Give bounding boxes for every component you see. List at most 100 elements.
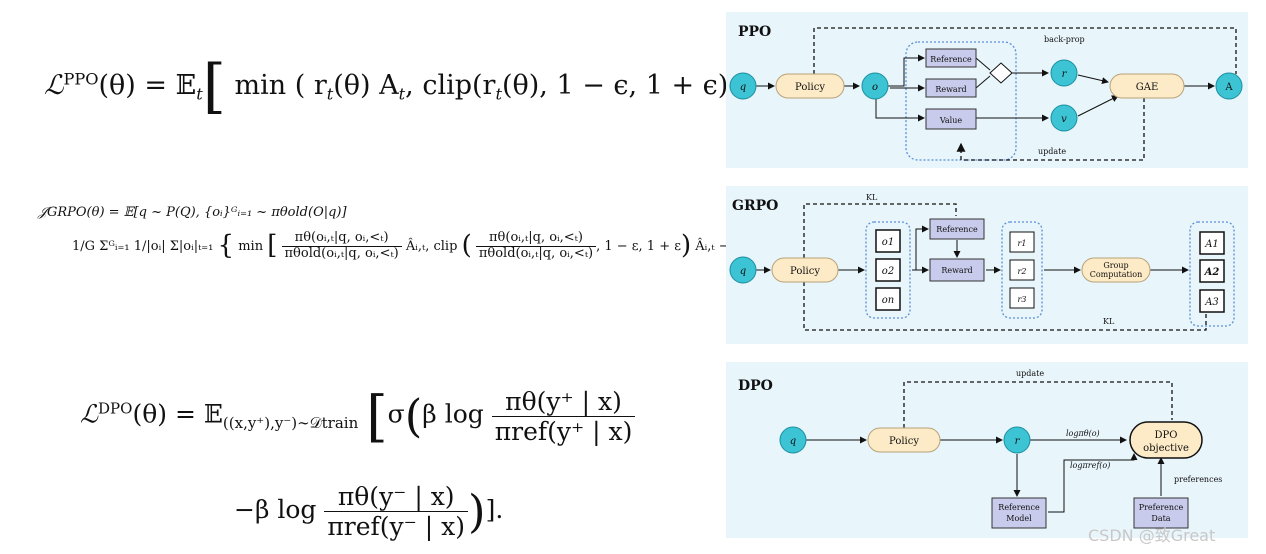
ppo-node-o-label: o [872, 82, 878, 93]
grpo-eq-ratio2: πθ(oᵢ,ₜ|q, oᵢ,<ₜ)πθold(oᵢ,ₜ|q, oᵢ,<ₜ) [475, 230, 597, 262]
grpo-output-1-label: o1 [882, 237, 894, 248]
grpo-output-1 [875, 229, 901, 253]
grpo-diagram: GRPO KL KL q Policy o1 o2 on Reference R… [729, 193, 1235, 331]
ppo-kl-diamond-icon [989, 62, 1013, 84]
dpo-node-objective [1129, 421, 1203, 459]
ppo-node-reference [925, 48, 977, 68]
dpo-node-r-label: r [1015, 436, 1021, 447]
dpo-eq-num2: πθ(y⁻ | x) [324, 482, 469, 512]
grpo-eq-mid: Âᵢ,ₜ, clip [405, 238, 458, 254]
ppo-node-value [925, 108, 977, 130]
ppo-node-policy-label: Policy [795, 82, 825, 93]
grpo-eq-bracket: [ [267, 230, 278, 261]
dpo-objective-label-2: objective [1143, 443, 1189, 454]
grpo-group-label-1: Group [1103, 261, 1128, 270]
ppo-node-reference-label: Reference [930, 55, 972, 64]
dpo-logpi-ref-label: logπref(o) [1070, 461, 1110, 470]
ppo-node-o [861, 72, 889, 100]
ppo-eq-clip-args: (θ), 1 − ϵ, 1 + ϵ) A [501, 70, 757, 101]
dpo-eq-sigma: σ [387, 399, 405, 429]
grpo-edge-outputs-ref [912, 225, 929, 271]
ppo-eq-t2: t [398, 84, 406, 104]
ppo-node-value-label: Value [939, 116, 963, 125]
grpo-output-n-label: on [882, 295, 894, 306]
ppo-node-policy [775, 73, 845, 99]
dpo-eq-bracket-open: [ [366, 384, 388, 448]
ppo-update-label: update [1038, 147, 1066, 156]
dpo-update-edge [899, 381, 1173, 436]
ppo-backprop-label: back-prop [1044, 35, 1085, 44]
ppo-node-gae-label: GAE [1136, 82, 1159, 93]
grpo-advantage-2 [1199, 259, 1225, 283]
grpo-advantages-list: A1 A2 A3 [1199, 231, 1225, 313]
grpo-advantage-2-label: A2 [1204, 267, 1220, 278]
grpo-group-label-2: Computation [1090, 270, 1143, 279]
grpo-eq-paren: ( [461, 230, 472, 261]
grpo-advantages-group [1189, 221, 1235, 327]
grpo-eq-line1: 𝒥GRPO(θ) = 𝔼[q ~ P(Q), {oᵢ}ᴳᵢ₌₁ ~ πθold(… [38, 205, 347, 220]
ppo-node-a-label: A [1224, 82, 1233, 93]
grpo-eq-paren-close: ) [680, 230, 692, 261]
dpo-preferences-label: preferences [1174, 475, 1222, 484]
ppo-backprop-edge [809, 27, 1237, 82]
grpo-node-reference [929, 218, 985, 240]
grpo-node-reward-label: Reward [941, 266, 972, 275]
grpo-reward-1 [1009, 231, 1035, 253]
ppo-node-reward-label: Reward [935, 85, 966, 94]
grpo-reward-1-label: r1 [1018, 239, 1027, 248]
dpo-prefdata-label-1: Preference [1139, 503, 1184, 512]
grpo-node-policy [771, 257, 839, 283]
dpo-title: DPO [738, 378, 773, 394]
dpo-diagram-panel: DPO update logπθ(o) logπref(o) preferenc… [726, 362, 1248, 538]
dpo-prefdata-label-2: Data [1151, 514, 1170, 523]
ppo-diagram: PPO back-prop update q Policy o Referenc… [729, 24, 1243, 161]
ppo-eq-bracket-open: [ [202, 52, 226, 121]
grpo-eq-clip-tail: , 1 − ε, 1 + ε [596, 238, 681, 254]
dpo-eq-sup: DPO [98, 399, 133, 418]
dpo-eq-den2: πref(y⁻ | x) [327, 512, 466, 541]
dpo-eq-beta-log: β log [422, 399, 484, 429]
ppo-eq-lhs: ℒ [44, 70, 64, 101]
grpo-node-reference-label: Reference [936, 225, 978, 234]
grpo-advantage-1 [1199, 231, 1225, 255]
dpo-objective-label-1: DPO [1155, 430, 1178, 441]
dpo-node-preference-data [1133, 497, 1189, 529]
dpo-node-policy-label: Policy [889, 436, 919, 447]
ppo-eq-min: min ( r [234, 70, 327, 101]
ppo-edge-ref-kl [975, 57, 991, 71]
grpo-outputs-group [865, 221, 911, 319]
dpo-node-r [1003, 426, 1031, 454]
grpo-node-policy-label: Policy [790, 266, 820, 277]
grpo-kl-bottom-label: KL [1103, 317, 1115, 326]
grpo-eq-num: πθ(oᵢ,ₜ|q, oᵢ,<ₜ) [281, 230, 402, 247]
grpo-eq-num2: πθ(oᵢ,ₜ|q, oᵢ,<ₜ) [475, 230, 597, 247]
dpo-node-reference-model [991, 497, 1047, 529]
grpo-eq-den: πθold(oᵢ,ₜ|q, oᵢ,<ₜ) [284, 245, 399, 261]
grpo-node-q [729, 256, 757, 284]
grpo-eq-coef: 1/G Σᴳᵢ₌₁ 1/|oᵢ| Σ|oᵢ|ₜ₌₁ [72, 238, 214, 254]
dpo-eq-den1: πref(y⁺ | x) [494, 416, 633, 446]
dpo-equation-line1: ℒDPO(θ) = 𝔼((x,y⁺),y⁻)∼𝒟train [σ(β log π… [80, 384, 636, 448]
dpo-eq-paren-open: ( [404, 389, 423, 443]
ppo-eq-t3: t [495, 84, 502, 104]
ppo-eq-t1: t [326, 84, 334, 104]
dpo-node-policy [867, 427, 941, 453]
ppo-eq-sup: PPO [63, 69, 99, 89]
ppo-equation: ℒPPO(θ) = 𝔼t[ min ( rt(θ) At, clip(rt(θ)… [44, 52, 797, 121]
dpo-eq-end: ]. [485, 495, 504, 524]
grpo-eq-brace: { [217, 230, 235, 261]
ppo-edge-reward-kl [975, 75, 991, 89]
dpo-diagram: DPO update logπθ(o) logπref(o) preferenc… [738, 369, 1222, 529]
dpo-logpi-theta-label: logπθ(o) [1066, 429, 1100, 438]
dpo-equation-line2: −β log πθ(y⁻ | x)πref(y⁻ | x))]. [234, 482, 503, 541]
ppo-edge-r-gae [1077, 74, 1109, 85]
grpo-reward-3-label: r3 [1018, 295, 1027, 304]
grpo-rewards-list: r1 r2 r3 [1009, 231, 1035, 309]
ppo-node-reward [925, 78, 977, 98]
dpo-refmodel-label-2: Model [1006, 514, 1032, 523]
dpo-eq-lhs: ℒ [80, 399, 99, 429]
ppo-node-r-label: r [1062, 69, 1068, 80]
ppo-update-edge [956, 98, 1145, 161]
dpo-eq-minus-beta-log: −β log [234, 495, 317, 524]
dpo-eq-rest: (θ) = 𝔼 [132, 399, 223, 429]
